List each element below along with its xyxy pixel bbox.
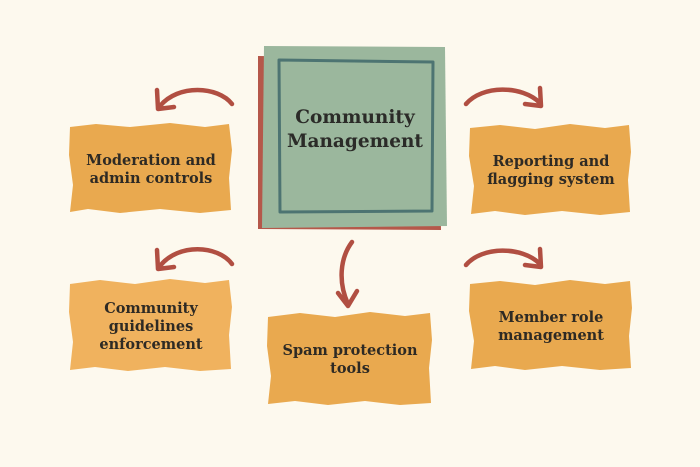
- node-box-roles: [469, 280, 632, 370]
- node-label-reporting: Reporting and flagging system: [487, 153, 615, 188]
- arrow-to-spam: [335, 239, 360, 309]
- node-label-moderation: Moderation and admin controls: [86, 152, 216, 187]
- node-box-reporting: [469, 124, 631, 215]
- arrow-to-roles: [463, 246, 544, 270]
- node-label-guidelines: Community guidelines enforcement: [99, 300, 203, 353]
- arrow-to-moderation: [154, 87, 235, 112]
- node-label-spam: Spam protection tools: [282, 342, 418, 377]
- center-node-title: Community Management: [287, 107, 423, 152]
- node-box-moderation: [69, 123, 232, 213]
- center-node: [262, 46, 447, 228]
- arrow-to-guidelines: [154, 247, 235, 272]
- arrow-to-reporting: [463, 85, 544, 109]
- node-label-roles: Member role management: [498, 309, 604, 344]
- center-node-inner-border: [277, 58, 435, 214]
- node-box-spam: [267, 312, 432, 405]
- node-box-guidelines: [69, 279, 232, 371]
